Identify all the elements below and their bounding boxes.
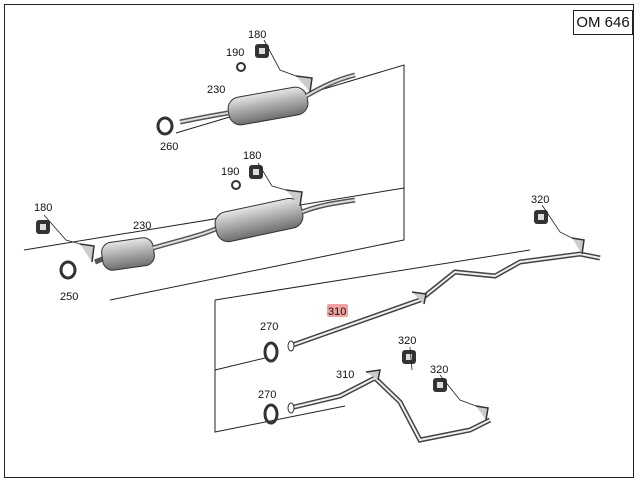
- part-label-310-a[interactable]: 310: [328, 306, 346, 318]
- rubber-mount-320-c[interactable]: [433, 378, 447, 392]
- rubber-mount-180-c[interactable]: [36, 220, 50, 234]
- part-label-180-a[interactable]: 180: [248, 29, 266, 41]
- part-label-180-c[interactable]: 180: [34, 202, 52, 214]
- part-label-270-b[interactable]: 270: [258, 389, 276, 401]
- highlight-310: [327, 304, 348, 317]
- washer-190-a[interactable]: [236, 62, 246, 72]
- bracket-lines: [23, 64, 531, 433]
- exhaust-pipe-310-upper[interactable]: [287, 237, 601, 352]
- muffler-assembly-lower[interactable]: [79, 189, 356, 271]
- part-label-190-a[interactable]: 190: [226, 47, 244, 59]
- leader-lines: [43, 39, 573, 407]
- part-label-230-a[interactable]: 230: [207, 84, 225, 96]
- washer-190-b[interactable]: [231, 180, 241, 190]
- part-label-320-c[interactable]: 320: [430, 364, 448, 376]
- rubber-mount-320-a[interactable]: [534, 210, 548, 224]
- part-label-230-b[interactable]: 230: [133, 220, 151, 232]
- rubber-mount-180-a[interactable]: [255, 44, 269, 58]
- model-code-box: OM 646: [573, 10, 633, 35]
- part-label-260[interactable]: 260: [160, 141, 178, 153]
- clamp-270-b[interactable]: [263, 403, 279, 425]
- rubber-mount-320-b[interactable]: [402, 350, 416, 364]
- part-label-190-b[interactable]: 190: [221, 166, 239, 178]
- rubber-mount-180-b[interactable]: [249, 165, 263, 179]
- clamp-250[interactable]: [59, 260, 77, 280]
- part-label-180-b[interactable]: 180: [243, 150, 261, 162]
- part-label-270-a[interactable]: 270: [260, 321, 278, 333]
- part-label-250[interactable]: 250: [60, 291, 78, 303]
- clamp-270-a[interactable]: [263, 341, 279, 363]
- clamp-260[interactable]: [156, 116, 174, 136]
- part-label-320-b[interactable]: 320: [398, 335, 416, 347]
- part-label-320-a[interactable]: 320: [531, 194, 549, 206]
- diagram-frame: [4, 4, 634, 478]
- part-label-310-b[interactable]: 310: [336, 369, 354, 381]
- exhaust-pipe-310-lower[interactable]: [287, 369, 492, 443]
- rear-muffler-upper[interactable]: [179, 72, 356, 127]
